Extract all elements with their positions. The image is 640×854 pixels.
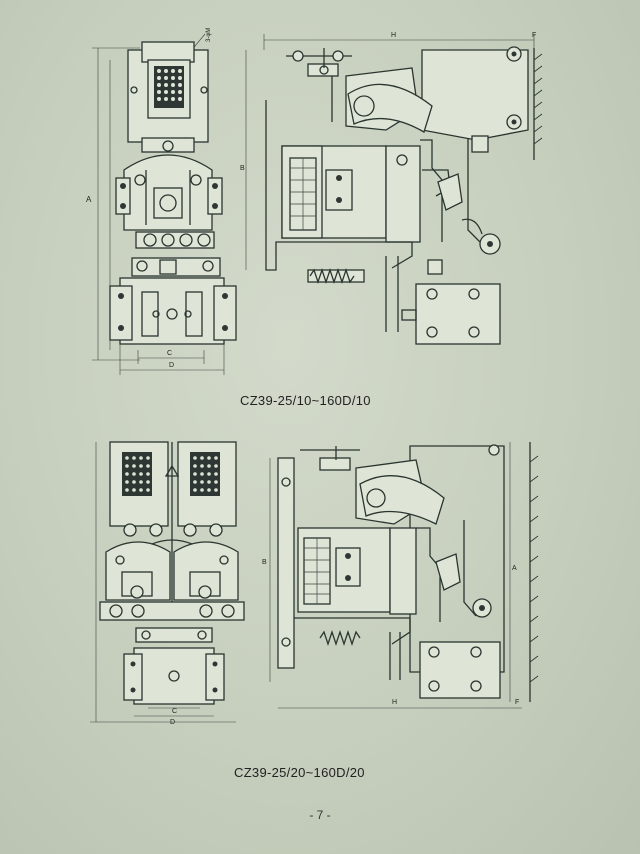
figure-2-side-view: B A H F	[262, 442, 539, 709]
fig2-dim-b-label: B	[262, 559, 267, 566]
fig2-dim-c-label: C	[172, 708, 177, 715]
dim-a-label: A	[86, 195, 92, 204]
figure-1-side-view: H F B	[240, 32, 543, 345]
figure-1-front-view: A 3-φM	[86, 28, 237, 375]
dim-d-label: D	[169, 362, 174, 369]
callout-label: 3-φM	[206, 28, 212, 42]
figure-2-caption: CZ39-25/20~160D/20	[234, 765, 365, 780]
fig2-dim-a-label: A	[512, 565, 517, 572]
page-number: - 7 -	[309, 808, 331, 822]
dim-h-label: H	[391, 32, 396, 39]
fig2-dim-f-label: F	[515, 699, 519, 706]
figure-2-front-view: C D	[90, 441, 245, 726]
dim-c-label: C	[167, 350, 172, 357]
fig2-dim-d-label: D	[170, 719, 175, 726]
fig2-dim-h-label: H	[392, 699, 397, 706]
dim-b-label: B	[240, 165, 245, 172]
dim-f-label: F	[532, 32, 536, 39]
coil-grid	[154, 66, 184, 108]
figure-1-caption: CZ39-25/10~160D/10	[240, 393, 371, 408]
